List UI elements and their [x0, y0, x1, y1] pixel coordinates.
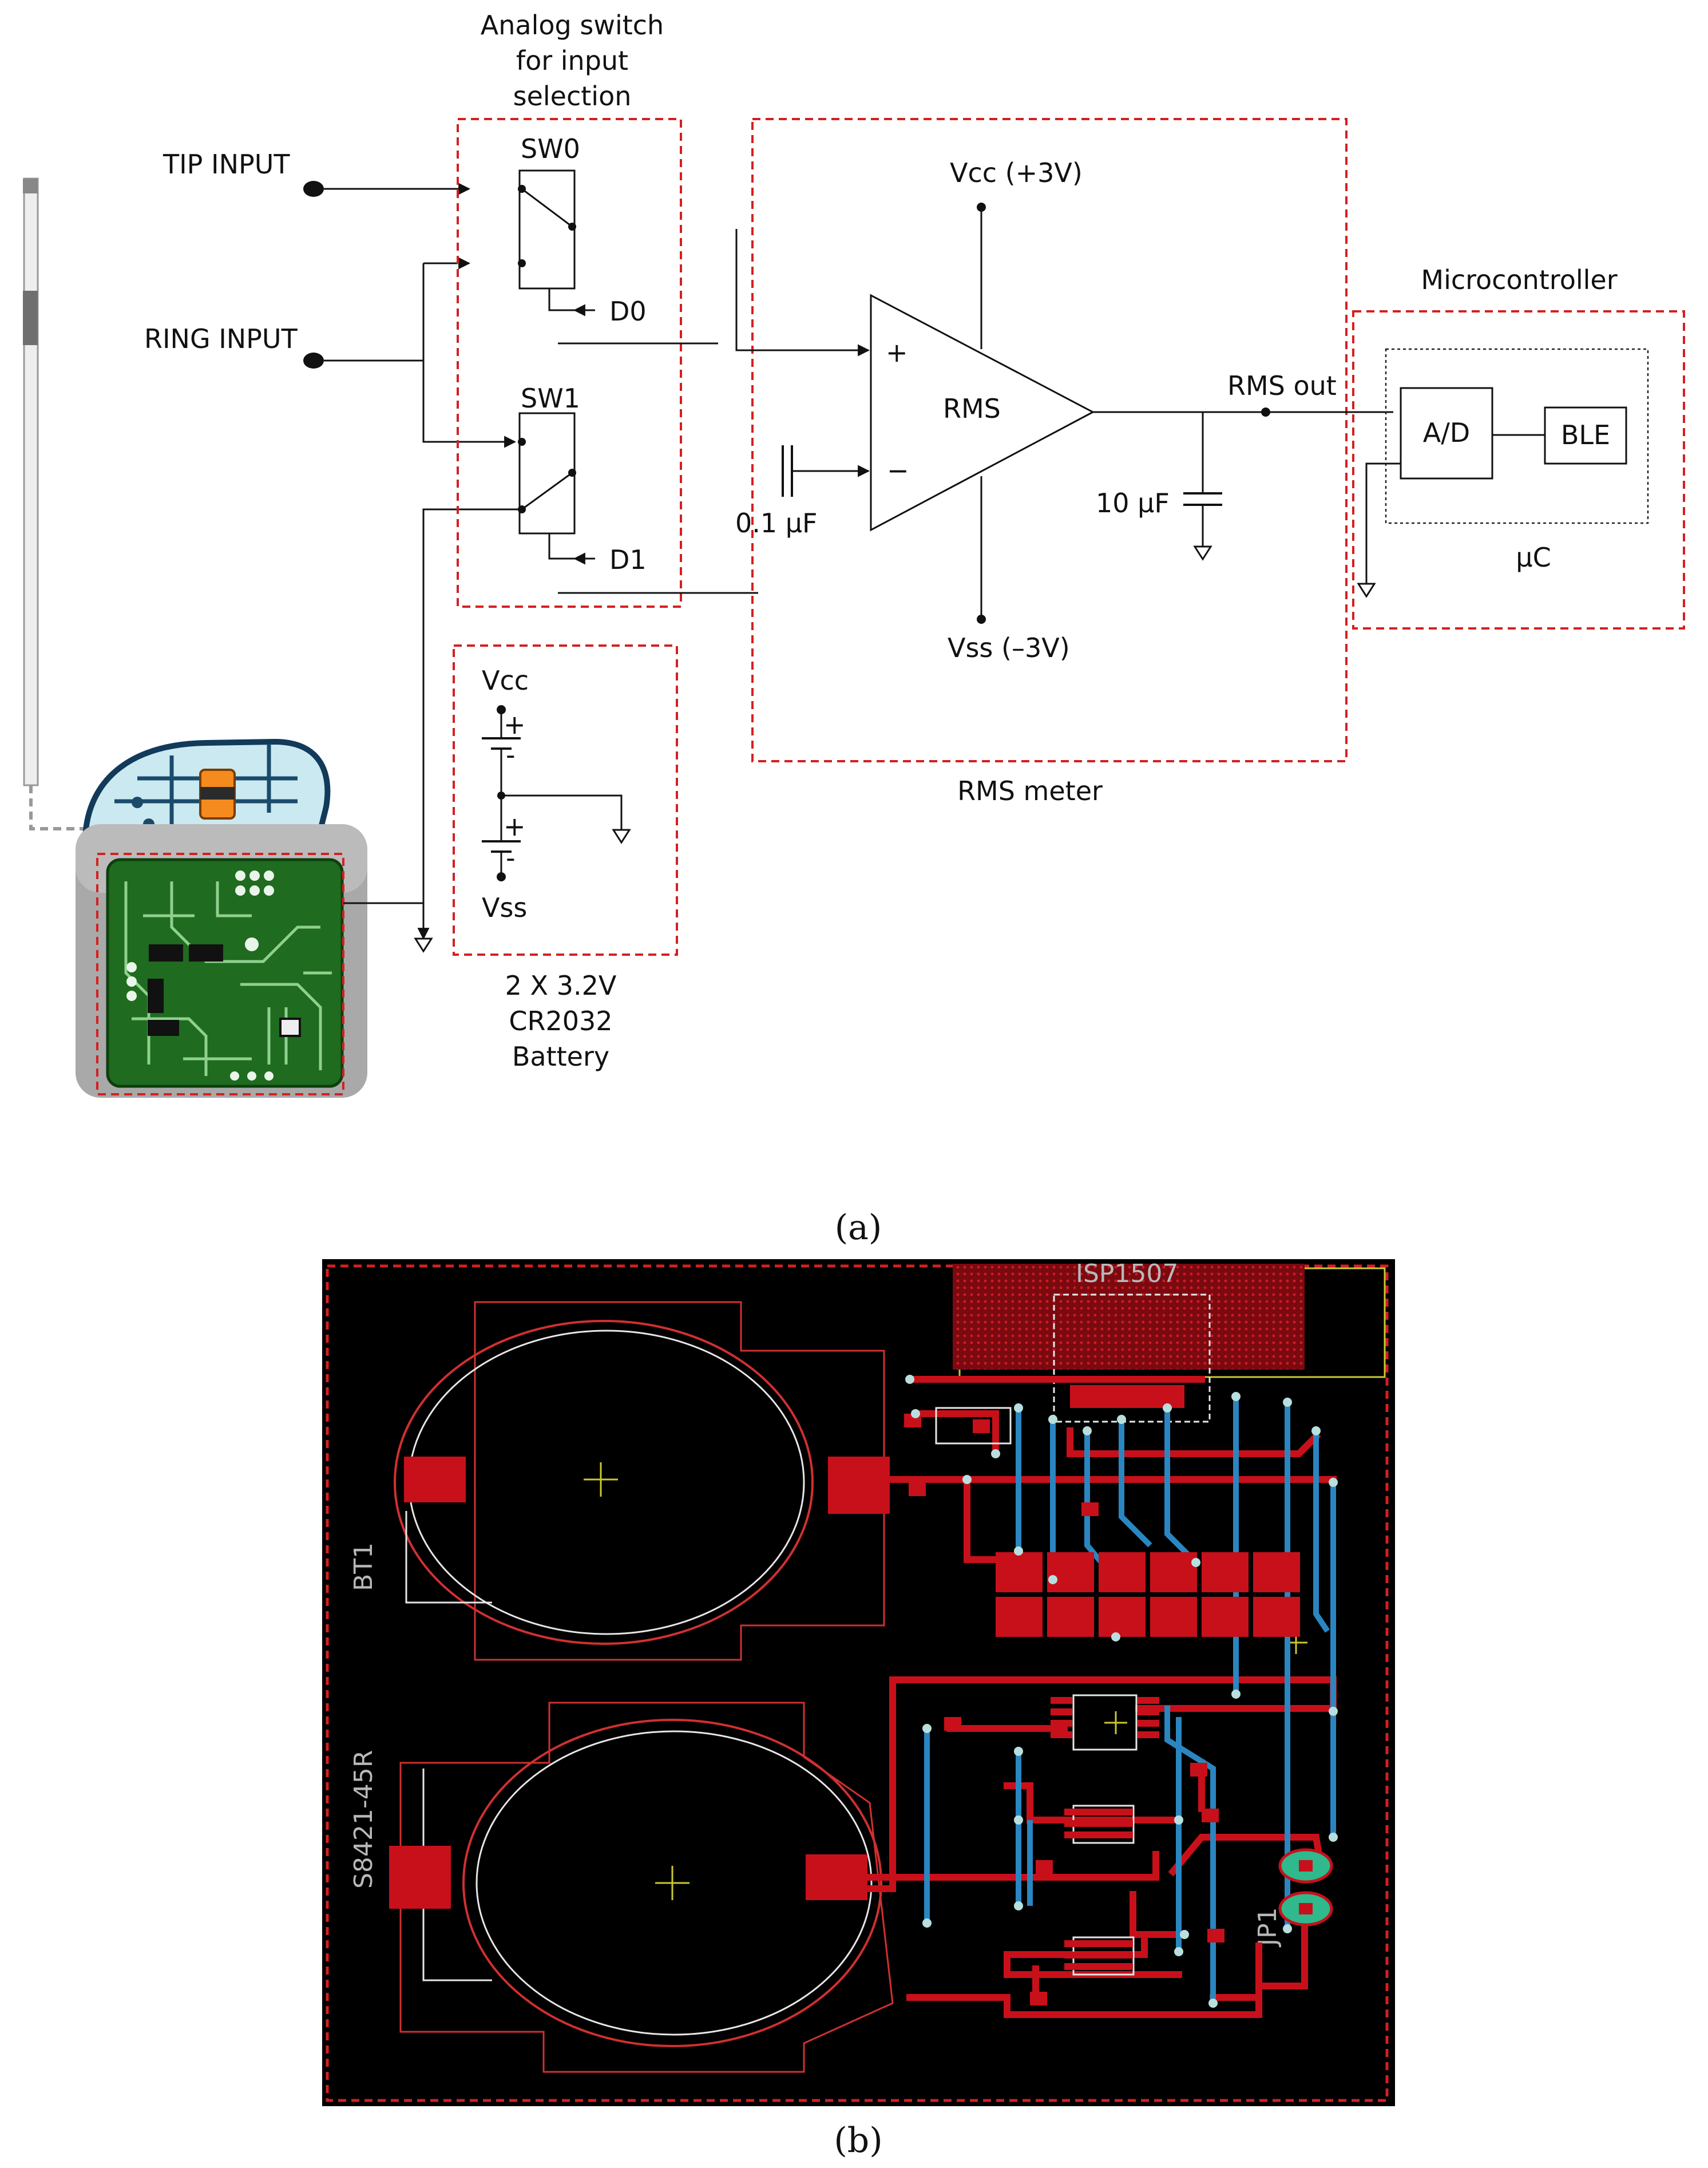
- rms-out-label: RMS out: [1227, 370, 1337, 401]
- amp-plus-sign: +: [886, 337, 908, 368]
- pcb-label-bt1: BT1: [349, 1542, 378, 1591]
- ble-label: BLE: [1561, 420, 1610, 450]
- microcontroller-title: Microcontroller: [1421, 264, 1617, 295]
- pcb-layout: BT1 S8421-45R JP1 ISP1507: [322, 1259, 1395, 2106]
- battery-caption-line1: 2 X 3.2V: [505, 970, 617, 1001]
- ring-input-label: RING INPUT: [144, 323, 298, 354]
- battery-group: [453, 644, 678, 956]
- sw1-label: SW1: [521, 383, 580, 414]
- pcb-label-isp1507: ISP1507: [1076, 1259, 1178, 1288]
- amp-minus-sign: −: [887, 455, 909, 486]
- cap-0-1uf-label: 0.1 μF: [735, 508, 818, 539]
- ad-block: [1400, 387, 1493, 480]
- vcc-rail-label: Vcc (+3V): [950, 157, 1083, 188]
- ring-input-terminal: [303, 353, 324, 369]
- switch-group-title-line2: for input: [516, 45, 628, 76]
- caption-a: (a): [835, 1208, 882, 1248]
- switch-sw0: SW0 D0: [518, 133, 718, 345]
- battery-vcc-label: Vcc: [482, 665, 529, 696]
- rms-amplifier: RMS + − 0.1 μF Vcc (+3V) Vss (–3V) RMS o…: [735, 157, 1393, 663]
- tip-input-label: TIP INPUT: [163, 149, 290, 180]
- battery-symbol: Vcc + - + - Vss: [482, 665, 631, 923]
- ad-label: A/D: [1423, 417, 1470, 448]
- jp1-pads: [1278, 1848, 1333, 1926]
- analog-switch-group: [457, 118, 682, 608]
- battery-minus-1: -: [506, 739, 516, 770]
- caption-b: (b): [834, 2120, 882, 2161]
- schematic: TIP INPUT RING INPUT Analog switch for i…: [23, 10, 1685, 1098]
- battery-vss-label: Vss: [482, 892, 527, 923]
- rms-meter-group: [751, 118, 1348, 762]
- uc-inner-boundary: [1385, 348, 1649, 524]
- switch-group-title-line1: Analog switch: [481, 10, 664, 41]
- cap-10uf-label: 10 μF: [1096, 488, 1170, 519]
- pcb-label-s8421: S8421-45R: [349, 1750, 378, 1889]
- isp1507-keepout: [953, 1264, 1305, 1370]
- d0-label: D0: [609, 296, 647, 327]
- tip-input-terminal: [303, 181, 324, 197]
- rms-amp-label: RMS: [943, 393, 1001, 424]
- pcb-label-jp1: JP1: [1253, 1907, 1282, 1948]
- vss-rail-label: Vss (–3V): [948, 632, 1070, 663]
- rms-meter-title: RMS meter: [957, 776, 1103, 806]
- microcontroller-group: [1352, 310, 1685, 630]
- switch-group-title-line3: selection: [513, 81, 632, 112]
- ground-symbol: [414, 937, 433, 953]
- uc-label: μC: [1516, 542, 1551, 573]
- d1-label: D1: [609, 544, 647, 575]
- battery-minus-2: -: [506, 842, 516, 873]
- battery-plus-2: +: [504, 811, 526, 842]
- battery-caption-line2: CR2032: [509, 1006, 612, 1036]
- probe-illustration: [23, 177, 423, 1098]
- device-board-frame: [96, 853, 344, 1095]
- ble-block: [1544, 406, 1627, 465]
- battery-caption-line3: Battery: [512, 1041, 609, 1072]
- switch-sw1: SW1 D1: [518, 383, 758, 594]
- sw0-label: SW0: [521, 133, 580, 164]
- battery-plus-1: +: [504, 709, 526, 740]
